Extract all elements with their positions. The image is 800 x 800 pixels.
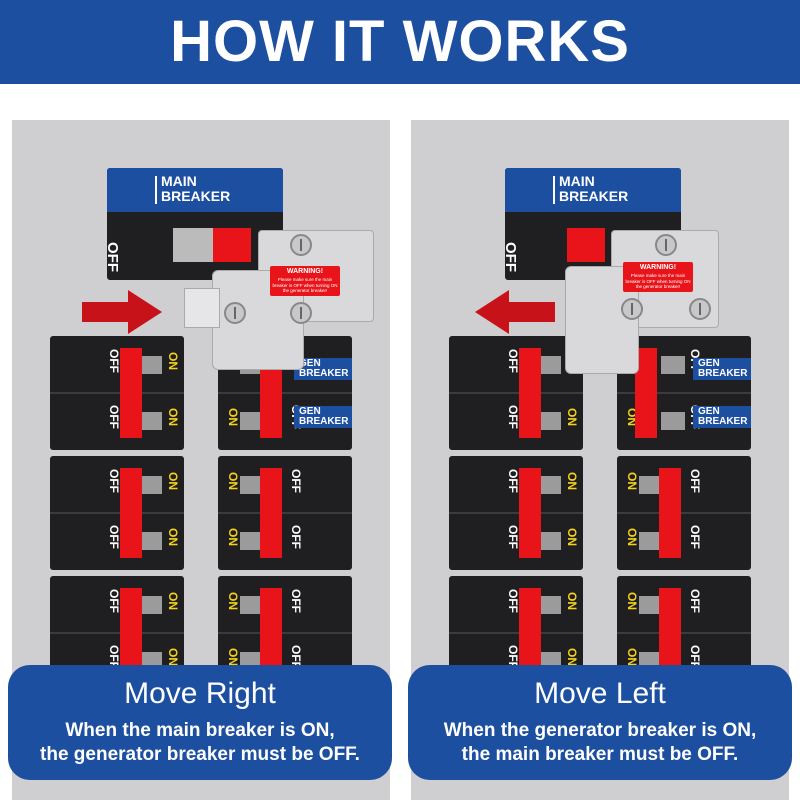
arrow-right-icon bbox=[82, 290, 162, 334]
breaker-handle[interactable] bbox=[519, 348, 541, 438]
screw-icon bbox=[290, 302, 312, 324]
main-breaker-off-label: OFF bbox=[505, 242, 519, 272]
breaker-handle[interactable] bbox=[260, 468, 282, 558]
screw-icon bbox=[655, 234, 677, 256]
caption-title: Move Left bbox=[534, 677, 666, 710]
screw-icon bbox=[224, 302, 246, 324]
breaker-handle[interactable] bbox=[260, 588, 282, 678]
breaker-handle[interactable] bbox=[519, 588, 541, 678]
main-breaker-handle[interactable] bbox=[567, 228, 605, 262]
breaker-handle[interactable] bbox=[659, 588, 681, 678]
caption-body: When the main breaker is ON, the generat… bbox=[40, 720, 360, 765]
screw-icon bbox=[621, 298, 643, 320]
screw-icon bbox=[290, 234, 312, 256]
gen-breaker-handle[interactable] bbox=[635, 348, 657, 438]
caption-body: When the generator breaker is ON, the ma… bbox=[443, 720, 757, 765]
main-breaker-off-label: OFF bbox=[107, 242, 121, 272]
main-breaker-handle[interactable] bbox=[213, 228, 251, 262]
breaker-handle[interactable] bbox=[519, 468, 541, 558]
interlock-tab bbox=[184, 288, 220, 328]
breaker-handle[interactable] bbox=[120, 588, 142, 678]
breaker-handle[interactable] bbox=[120, 468, 142, 558]
main-breaker-label: MAIN BREAKER bbox=[161, 173, 231, 204]
caption-title: Move Right bbox=[124, 677, 276, 710]
gen-breaker-label: GEN BREAKER bbox=[294, 358, 352, 380]
warning-label: WARNING! Please make sure the main break… bbox=[270, 266, 340, 296]
caption-move-right: Move Right When the main breaker is ON, … bbox=[8, 665, 392, 780]
main-breaker: MAIN BREAKER OFF bbox=[107, 168, 283, 280]
gen-breaker-label: GEN BREAKER bbox=[693, 406, 751, 428]
warning-label: WARNING! Please make sure the main break… bbox=[623, 262, 693, 292]
arrow-left-icon bbox=[475, 290, 555, 334]
caption-move-left: Move Left When the generator breaker is … bbox=[408, 665, 792, 780]
page-title: HOW IT WORKS bbox=[170, 9, 630, 74]
screw-icon bbox=[689, 298, 711, 320]
gen-breaker-label: GEN BREAKER bbox=[693, 358, 751, 380]
main-breaker-label: MAIN BREAKER bbox=[559, 173, 629, 204]
gen-breaker-label: GEN BREAKER bbox=[294, 406, 352, 428]
gen-breaker-handle[interactable] bbox=[260, 348, 282, 438]
header-banner: HOW IT WORKS bbox=[0, 0, 800, 84]
breaker-handle[interactable] bbox=[120, 348, 142, 438]
breaker-handle[interactable] bbox=[659, 468, 681, 558]
